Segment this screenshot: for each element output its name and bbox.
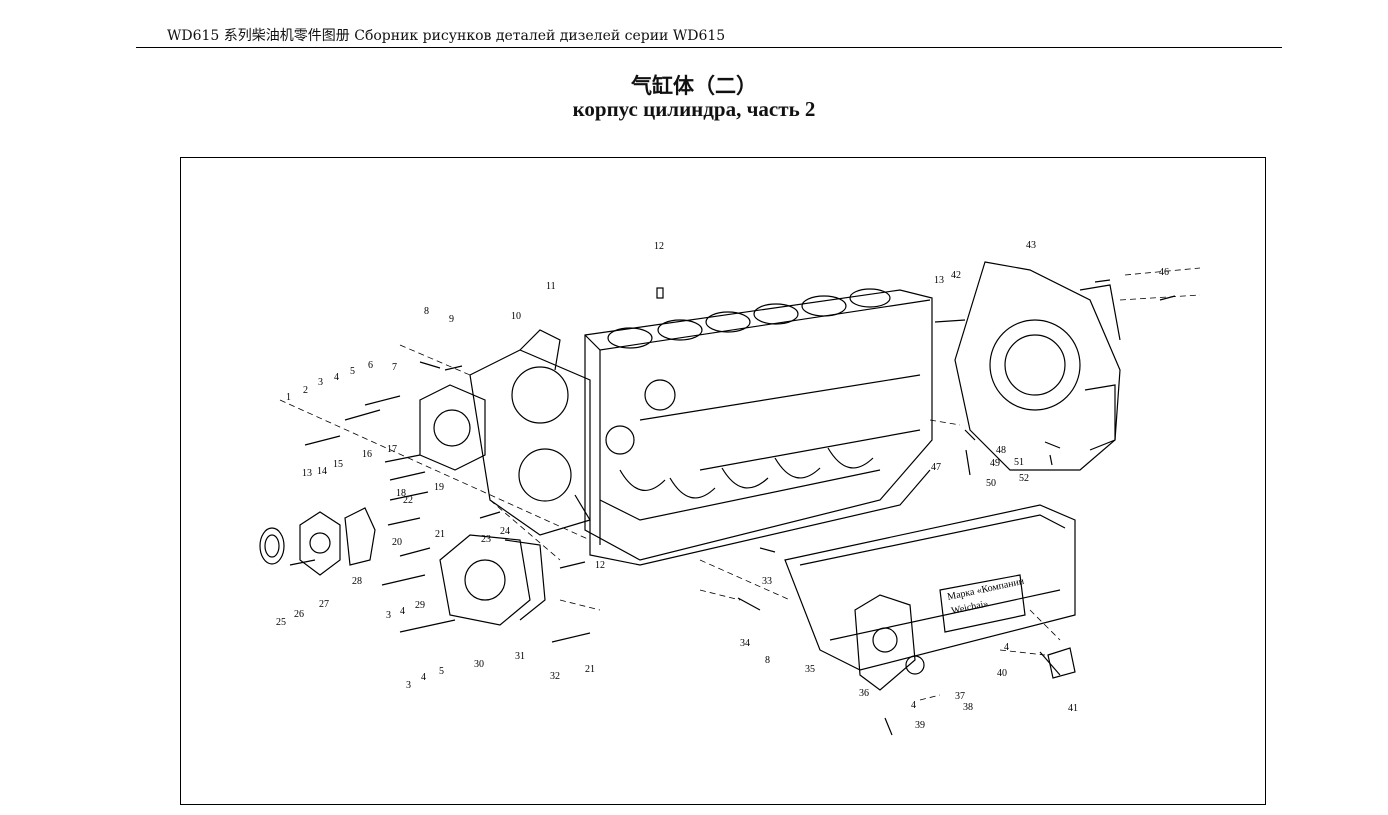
callout-label: 3 <box>386 610 391 621</box>
callout-label: 15 <box>333 459 343 470</box>
callout-label: 7 <box>392 362 397 373</box>
callout-label: 48 <box>996 445 1006 456</box>
callout-label: 14 <box>317 466 327 477</box>
page-title-russian: корпус цилиндра, часть 2 <box>572 97 816 121</box>
callout-label: 12 <box>595 560 605 571</box>
callout-label: 46 <box>1159 267 1169 278</box>
callout-label: 1 <box>286 392 291 403</box>
callout-label: 8 <box>765 655 770 666</box>
callout-label: 30 <box>474 659 484 670</box>
callout-label: 4 <box>1004 642 1009 653</box>
oil-pan <box>784 504 1076 691</box>
callout-label: 36 <box>859 688 869 699</box>
callout-label: 4 <box>334 372 339 383</box>
callout-label: 47 <box>931 462 941 473</box>
water-pump-cover <box>439 534 546 626</box>
callout-label: 5 <box>350 366 355 377</box>
callout-label: 4 <box>911 700 916 711</box>
callout-label: 35 <box>805 664 815 675</box>
callout-label: 3 <box>406 680 411 691</box>
callout-label: 38 <box>963 702 973 713</box>
callout-label: 39 <box>915 720 925 731</box>
cover-plate <box>419 384 486 471</box>
callout-label: 2 <box>303 385 308 396</box>
callout-label: 28 <box>352 576 362 587</box>
cylinder-block <box>574 288 933 566</box>
callout-label: 16 <box>362 449 372 460</box>
callout-label: 22 <box>403 495 413 506</box>
callout-label: 5 <box>439 666 444 677</box>
callout-label: 31 <box>515 651 525 662</box>
callout-label: 12 <box>654 241 664 252</box>
callout-label: 4 <box>421 672 426 683</box>
callout-label: 21 <box>585 664 595 675</box>
callout-label: 40 <box>997 668 1007 679</box>
callout-label: 37 <box>955 691 965 702</box>
header-rule <box>136 47 1282 48</box>
repeated-callouts: 13 12 3 4 3 4 5 21 8 4 4 <box>386 275 1009 711</box>
callout-label: 49 <box>990 458 1000 469</box>
callout-label: 11 <box>546 281 556 292</box>
callout-label: 32 <box>550 671 560 682</box>
callout-label: 33 <box>762 576 772 587</box>
callout-label: 13 <box>302 468 312 479</box>
callout-label: 41 <box>1068 703 1078 714</box>
callout-label: 20 <box>392 537 402 548</box>
callout-label: 52 <box>1019 473 1029 484</box>
callout-label: 23 <box>481 534 491 545</box>
page-title-chinese: 气缸体（二） <box>631 74 757 98</box>
callout-label: 25 <box>276 617 286 628</box>
flywheel-housing <box>954 261 1121 471</box>
callout-label: 24 <box>500 526 510 537</box>
callout-label: 6 <box>368 360 373 371</box>
callout-label: 43 <box>1026 240 1036 251</box>
callout-label: 19 <box>434 482 444 493</box>
callout-label: 9 <box>449 314 454 325</box>
callout-label: 8 <box>424 306 429 317</box>
callout-label: 21 <box>435 529 445 540</box>
front-housing <box>469 329 591 536</box>
callout-label: 42 <box>951 270 961 281</box>
callout-labels: 1 2 3 4 5 6 7 8 9 10 11 12 13 14 15 16 1… <box>276 240 1169 731</box>
fasteners <box>289 279 1176 736</box>
callout-label: 13 <box>934 275 944 286</box>
callout-label: 26 <box>294 609 304 620</box>
drawing-frame <box>180 157 1266 805</box>
callout-label: 34 <box>740 638 750 649</box>
callout-label: 10 <box>511 311 521 322</box>
callout-label: 17 <box>387 444 397 455</box>
callout-label: 50 <box>986 478 996 489</box>
callout-label: 27 <box>319 599 329 610</box>
callout-label: 18 <box>396 488 406 499</box>
callout-label: 51 <box>1014 457 1024 468</box>
running-head: WD615 系列柴油机零件图册 Сборник рисунков деталей… <box>167 28 726 44</box>
callout-label: 29 <box>415 600 425 611</box>
seal-and-flange <box>259 507 376 576</box>
callout-label: 4 <box>400 606 405 617</box>
callout-label: 3 <box>318 377 323 388</box>
